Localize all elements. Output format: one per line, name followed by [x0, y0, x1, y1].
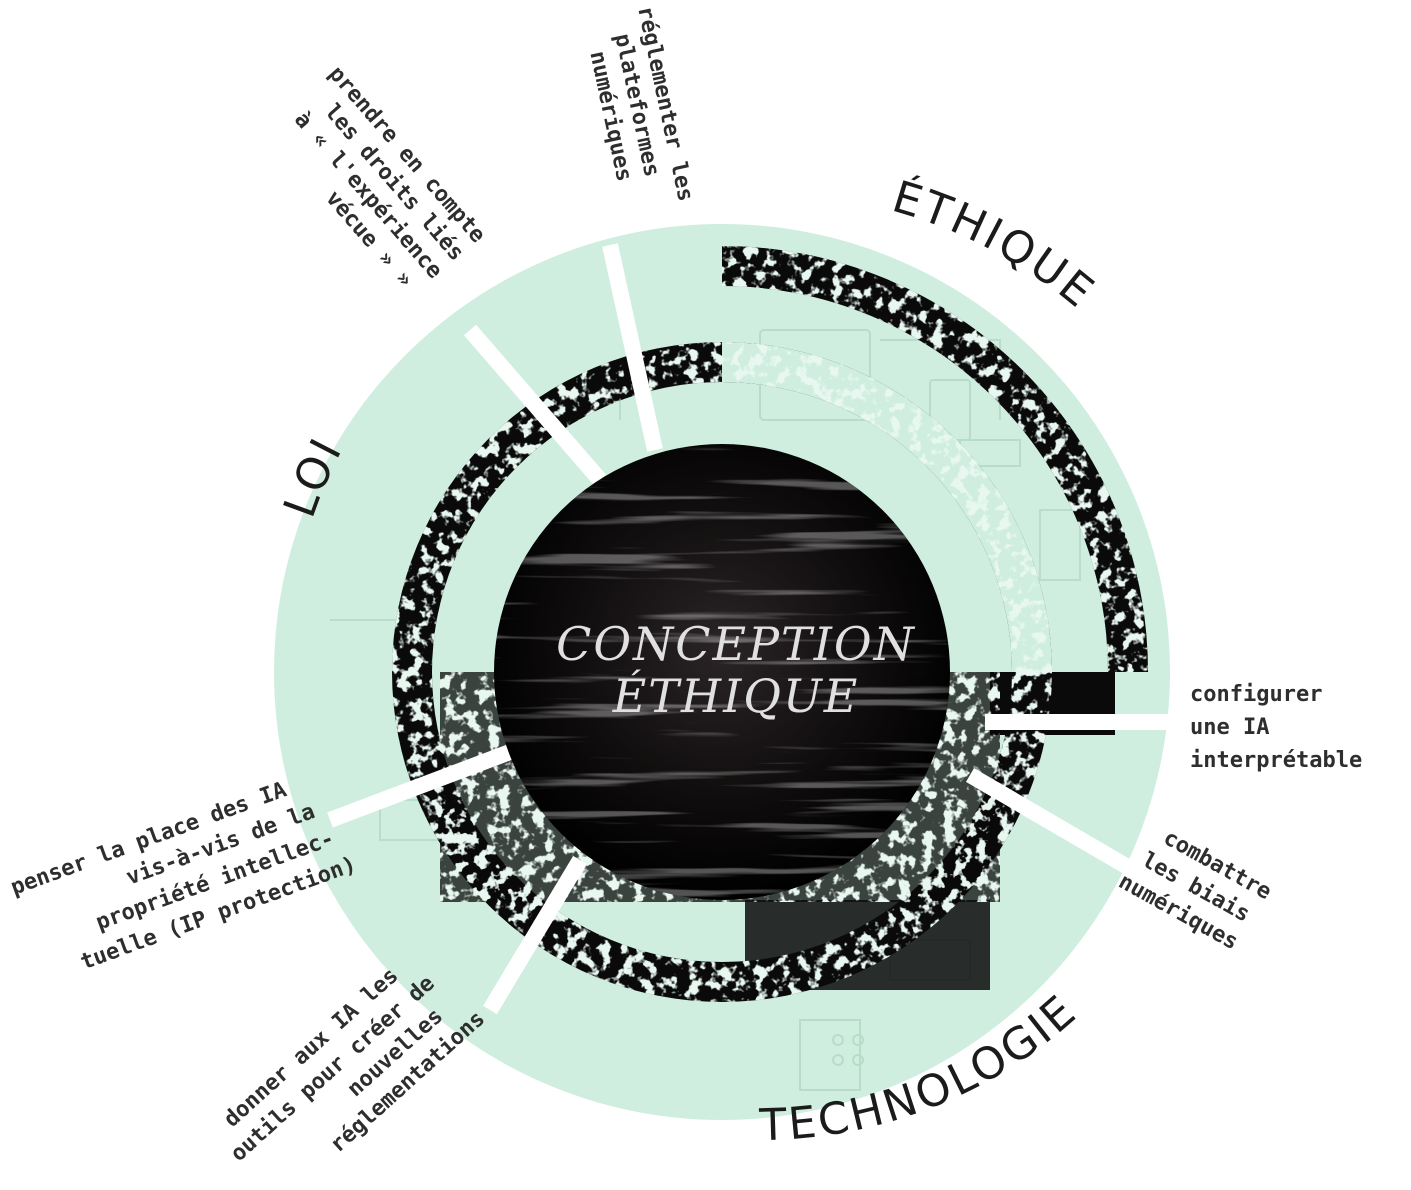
svg-text:prendre en compte les dr: prendre en compte les droits liés à « l'… — [260, 62, 499, 313]
svg-text:configurer une IA: configurer une IA interprétable — [1190, 682, 1362, 773]
label-experience: prendre en compte les droits liés à « l'… — [260, 62, 499, 313]
center-title-line1: CONCEPTION — [556, 617, 916, 671]
svg-text:réglementer les platefor: réglementer les plateformes numériques — [577, 4, 700, 228]
center-title-line2: ÉTHIQUE — [612, 668, 860, 723]
label-ia-line: configurer — [1190, 682, 1322, 707]
spoke-propriete — [327, 744, 513, 828]
label-plateformes: réglementer les plateformes numériques — [577, 4, 700, 228]
label-ia-line: interprétable — [1190, 748, 1362, 773]
label-ia-line: une IA — [1190, 715, 1269, 740]
spoke-plateformes — [602, 243, 663, 452]
center-sphere: CONCEPTION ÉTHIQUE — [494, 444, 950, 900]
label-ia-interpretable: configurer une IA interprétable — [1190, 682, 1362, 773]
separator-spokes — [327, 243, 1170, 1015]
spoke-experience — [463, 324, 607, 486]
svg-text:combattre les biais: combattre les biais numériques — [1114, 817, 1287, 964]
ethique-speckle — [722, 246, 1148, 672]
spoke-biais — [965, 768, 1155, 887]
label-biais: combattre les biais numériques — [1114, 817, 1287, 964]
spoke-outils — [483, 855, 587, 1015]
